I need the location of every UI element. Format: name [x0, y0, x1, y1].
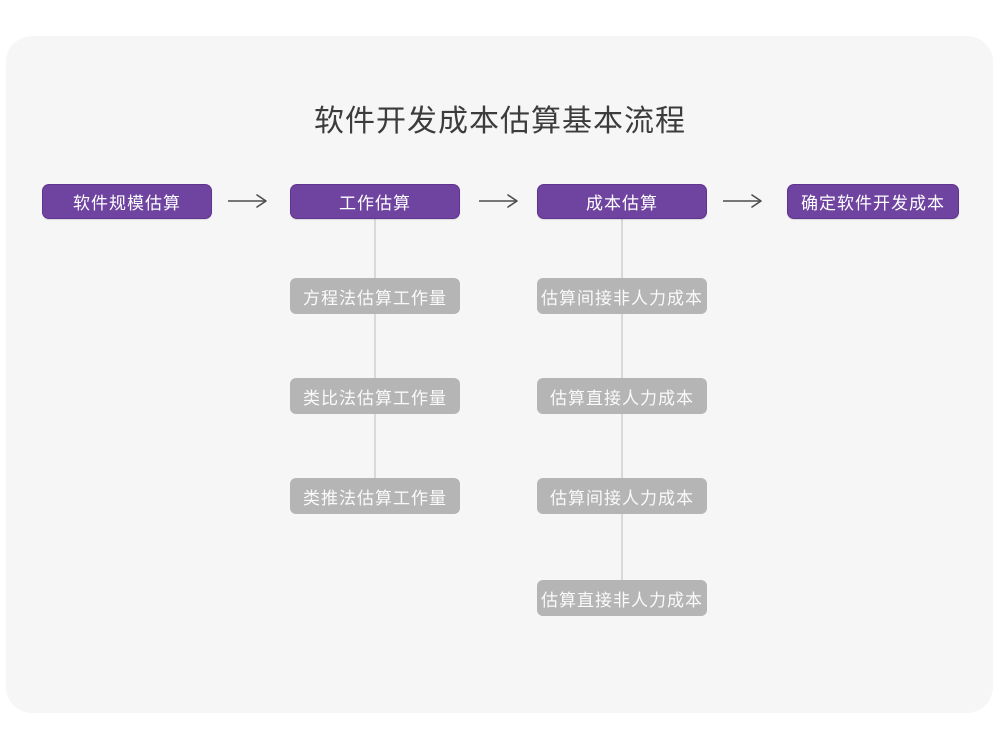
cost-substep-indirect-nonlabor: 估算间接非人力成本	[537, 278, 707, 314]
cost-substep-direct-labor: 估算直接人力成本	[537, 378, 707, 414]
arrow-right-icon	[227, 193, 271, 209]
work-substeps-connector-line	[374, 219, 376, 496]
flow-node-determine-development-cost: 确定软件开发成本	[787, 184, 959, 219]
work-substep-extrapolation-method: 类推法估算工作量	[290, 478, 460, 514]
cost-substep-indirect-labor: 估算间接人力成本	[537, 478, 707, 514]
work-substep-analogy-method: 类比法估算工作量	[290, 378, 460, 414]
flow-node-cost-estimation: 成本估算	[537, 184, 707, 219]
arrow-right-icon	[478, 193, 522, 209]
flow-node-work-estimation: 工作估算	[290, 184, 460, 219]
arrow-right-icon	[722, 193, 766, 209]
diagram-card-background	[6, 36, 993, 713]
work-substep-equation-method: 方程法估算工作量	[290, 278, 460, 314]
diagram-title: 软件开发成本估算基本流程	[314, 105, 686, 138]
flow-node-software-scale-estimation: 软件规模估算	[42, 184, 212, 219]
cost-substep-direct-nonlabor: 估算直接非人力成本	[537, 580, 707, 616]
